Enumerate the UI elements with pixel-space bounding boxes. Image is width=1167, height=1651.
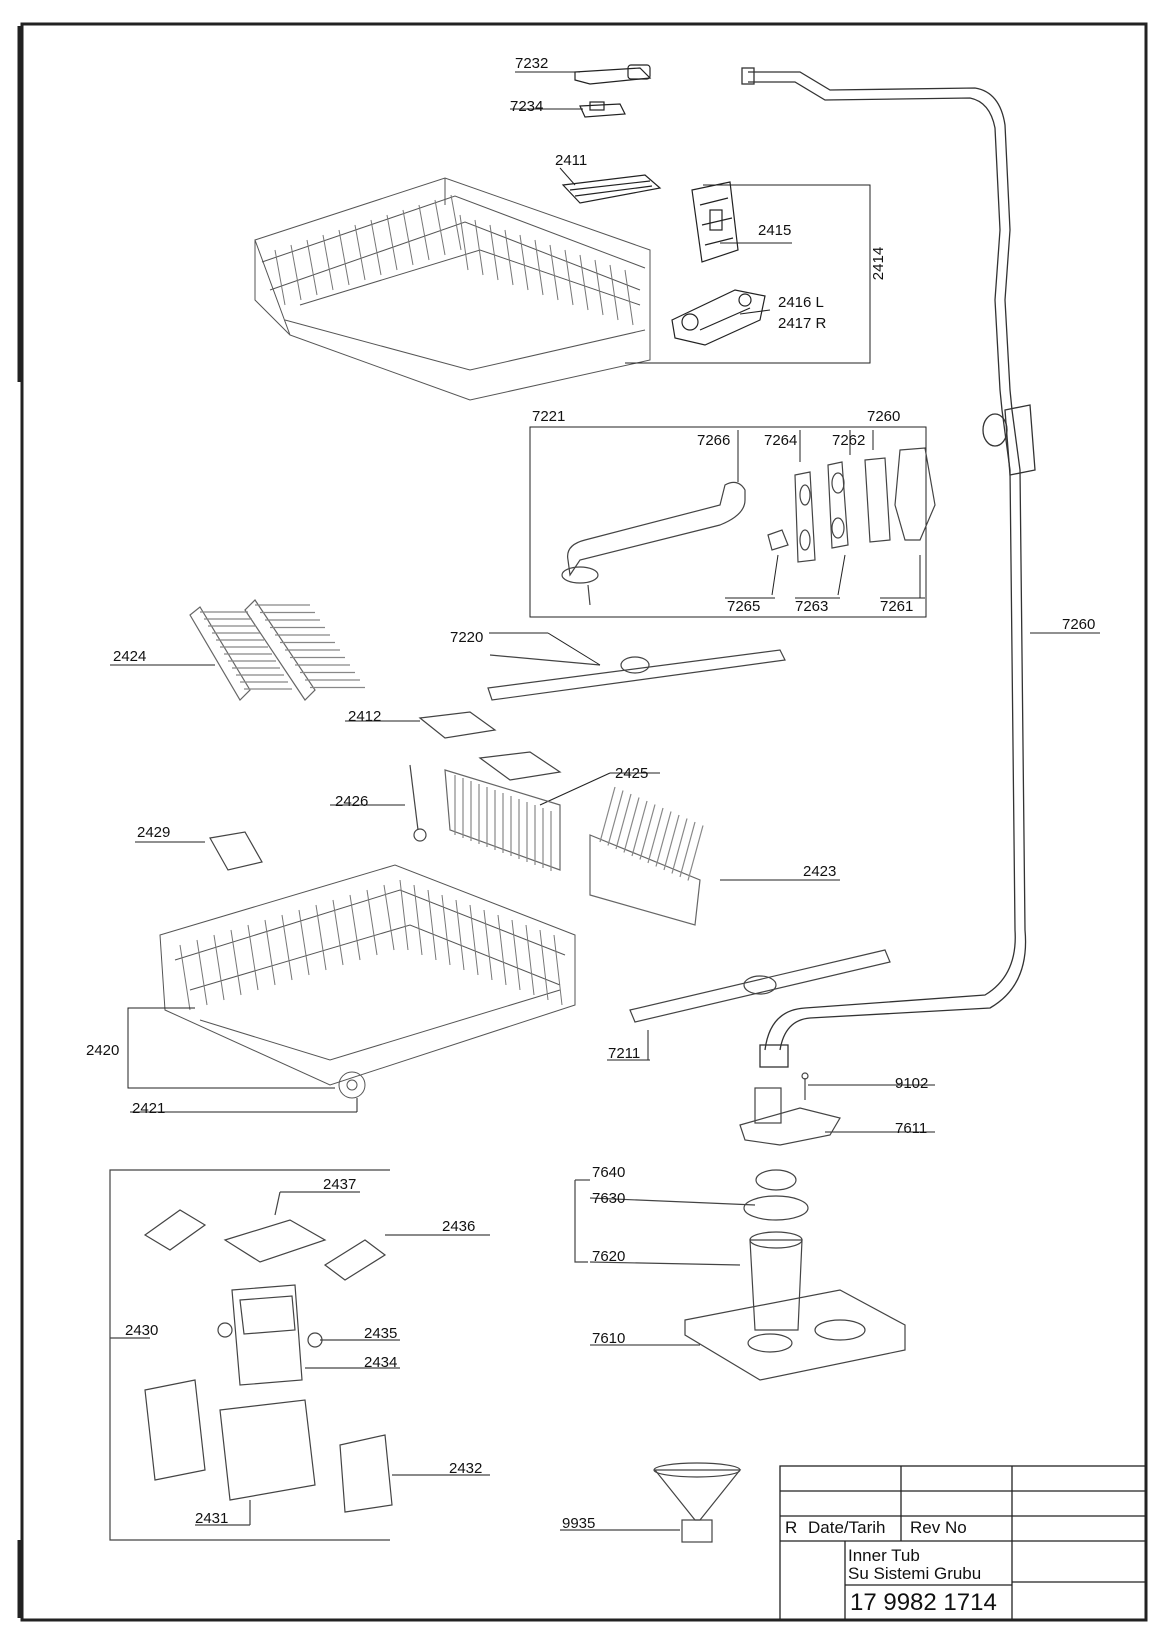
title-block-title-line2: Su Sistemi Grubu bbox=[848, 1564, 982, 1583]
label-2420: 2420 bbox=[86, 1042, 120, 1059]
label-7221: 7221 bbox=[532, 408, 566, 425]
label-7611: 7611 bbox=[895, 1120, 928, 1137]
folding-tine-racks bbox=[189, 599, 365, 701]
rack-clips bbox=[418, 711, 562, 781]
lower-spray-arm bbox=[629, 949, 891, 1060]
label-7620: 7620 bbox=[592, 1248, 626, 1265]
label-7640: 7640 bbox=[592, 1164, 626, 1181]
lower-basket-drawing bbox=[159, 864, 576, 1099]
label-2436: 2436 bbox=[442, 1218, 476, 1235]
label-7265: 7265 bbox=[727, 598, 761, 615]
title-block-drawing-number: 17 9982 1714 bbox=[850, 1589, 997, 1616]
label-2417-r: 2417 R bbox=[778, 315, 827, 332]
title-block-title-line1: Inner Tub bbox=[848, 1546, 920, 1565]
label-2432: 2432 bbox=[449, 1460, 483, 1477]
label-2425: 2425 bbox=[615, 765, 649, 782]
label-7266: 7266 bbox=[697, 432, 731, 449]
label-2415: 2415 bbox=[758, 222, 792, 239]
label-7610: 7610 bbox=[592, 1330, 626, 1347]
tine-rack-2425 bbox=[444, 769, 561, 871]
upper-spray-arm bbox=[487, 649, 786, 701]
label-2435: 2435 bbox=[364, 1325, 398, 1342]
label-2414: 2414 bbox=[870, 246, 888, 281]
label-7263: 7263 bbox=[795, 598, 829, 615]
label-7220: 7220 bbox=[450, 629, 484, 646]
handle-part bbox=[209, 831, 263, 871]
label-9102: 9102 bbox=[895, 1075, 929, 1092]
label-7262: 7262 bbox=[832, 432, 866, 449]
hub-part-7611 bbox=[739, 1087, 841, 1146]
label-2430: 2430 bbox=[125, 1322, 159, 1339]
title-block-date-label: Date/Tarih bbox=[808, 1518, 886, 1537]
label-7264: 7264 bbox=[764, 432, 798, 449]
filter-assembly bbox=[574, 1169, 906, 1381]
leader-lines bbox=[607, 1059, 935, 1133]
title-block-revision-label: R bbox=[785, 1518, 798, 1537]
label-2412: 2412 bbox=[348, 708, 382, 725]
title-block-rev-no-label: Rev No bbox=[910, 1518, 967, 1537]
label-2423: 2423 bbox=[803, 863, 837, 880]
leader-lines bbox=[110, 632, 840, 881]
label-7261: 7261 bbox=[880, 598, 914, 615]
cutlery-basket-group bbox=[109, 1169, 490, 1541]
cup-shelf-part bbox=[561, 174, 662, 204]
label-7260-top: 7260 bbox=[867, 408, 901, 425]
spray-arm-hub-assembly bbox=[561, 447, 936, 606]
label-2434: 2434 bbox=[364, 1354, 398, 1371]
lock-pin bbox=[409, 764, 427, 842]
label-2431: 2431 bbox=[195, 1510, 229, 1527]
label-2437: 2437 bbox=[323, 1176, 357, 1193]
label-7234: 7234 bbox=[510, 98, 544, 115]
label-7211: 7211 bbox=[608, 1045, 641, 1062]
leader-lines bbox=[510, 71, 927, 618]
water-supply-pipe bbox=[741, 67, 1036, 1068]
rail-bracket-part bbox=[691, 181, 739, 263]
label-9935: 9935 bbox=[562, 1515, 596, 1532]
label-2429: 2429 bbox=[137, 824, 171, 841]
label-2426: 2426 bbox=[335, 793, 369, 810]
clip-parts bbox=[574, 64, 652, 118]
label-7260-pipe: 7260 bbox=[1062, 616, 1096, 633]
label-2424: 2424 bbox=[113, 648, 147, 665]
leader-lines bbox=[127, 1007, 358, 1113]
upper-basket-drawing bbox=[254, 177, 651, 401]
tine-rack-2423 bbox=[589, 786, 704, 926]
label-7630: 7630 bbox=[592, 1190, 626, 1207]
basket-roller-part bbox=[671, 289, 766, 346]
title-block bbox=[779, 1465, 1147, 1621]
salt-funnel bbox=[560, 1462, 742, 1543]
label-2416-l: 2416 L bbox=[778, 294, 824, 311]
label-2421: 2421 bbox=[132, 1100, 166, 1117]
drawing-frame bbox=[17, 22, 1148, 1622]
label-2411: 2411 bbox=[555, 152, 588, 169]
screw-part bbox=[801, 1072, 809, 1100]
label-7232: 7232 bbox=[515, 55, 549, 72]
